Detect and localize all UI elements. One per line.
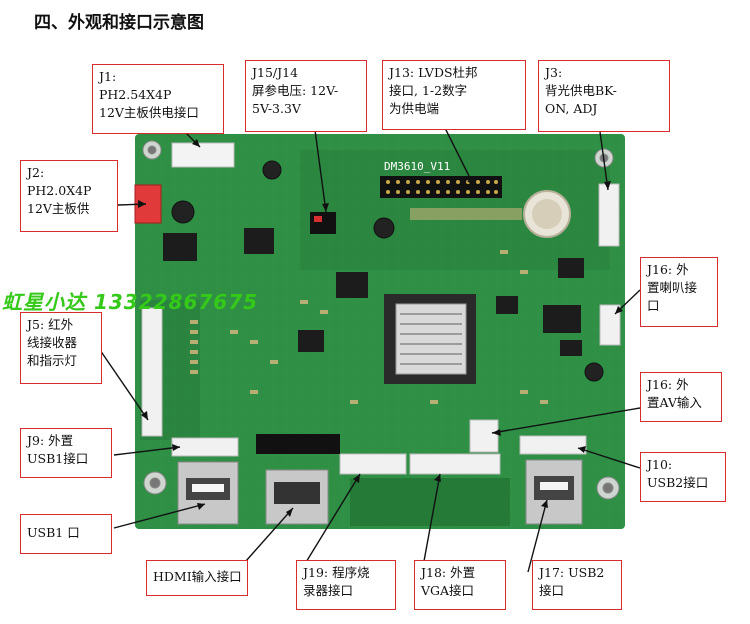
callout-j2: J2: PH2.0X4P 12V主板供 bbox=[20, 160, 118, 232]
callout-j16-speaker: J16: 外 置喇叭接 口 bbox=[640, 257, 718, 327]
callout-j10: J10: USB2接口 bbox=[640, 452, 726, 502]
watermark-text: 虹星小达 13322867675 bbox=[2, 290, 259, 314]
callout-j5: J5: 红外 线接收器 和指示灯 bbox=[20, 312, 102, 384]
callout-j19: J19: 程序烧 录器接口 bbox=[296, 560, 396, 610]
board-label: DM3610_V11 bbox=[384, 160, 450, 173]
callout-j13: J13: LVDS杜邦 接口, 1-2数字 为供电端 bbox=[382, 60, 526, 130]
callout-j1: J1: PH2.54X4P 12V主板供电接口 bbox=[92, 64, 224, 134]
callout-j16-av: J16: 外 置AV输入 bbox=[640, 372, 722, 422]
callout-usb1: USB1 口 bbox=[20, 514, 112, 554]
callout-j9: J9: 外置 USB1接口 bbox=[20, 428, 112, 478]
callout-j3: J3: 背光供电BK- ON, ADJ bbox=[538, 60, 670, 132]
callout-hdmi: HDMI输入接口 bbox=[146, 560, 248, 596]
page-title: 四、外观和接口示意图 bbox=[34, 13, 204, 33]
callout-j18: J18: 外置 VGA接口 bbox=[414, 560, 506, 610]
callout-j17: J17: USB2 接口 bbox=[532, 560, 622, 610]
callout-j15-j14: J15/J14 屏参电压: 12V- 5V-3.3V bbox=[245, 60, 367, 132]
